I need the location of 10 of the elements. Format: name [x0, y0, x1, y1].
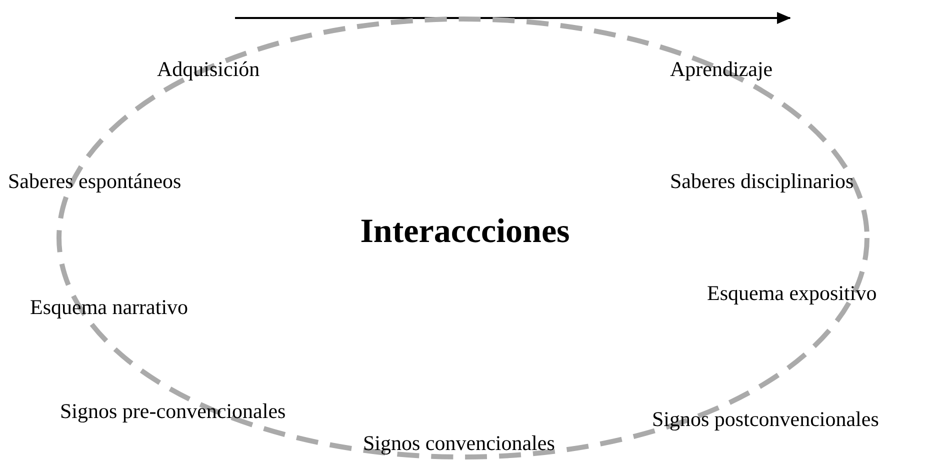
concept-label: Adquisición	[157, 56, 260, 82]
concept-label: Signos pre-convencionales	[60, 398, 286, 424]
center-title: Interaccciones	[360, 212, 570, 252]
concept-label: Saberes espontáneos	[8, 168, 182, 194]
concept-label: Signos postconvencionales	[652, 406, 879, 432]
concept-label: Saberes disciplinarios	[670, 168, 854, 194]
concept-label: Signos convencionales	[363, 430, 555, 456]
concept-label: Esquema narrativo	[30, 294, 188, 320]
concept-label: Esquema expositivo	[707, 280, 877, 306]
concept-label: Aprendizaje	[670, 56, 773, 82]
